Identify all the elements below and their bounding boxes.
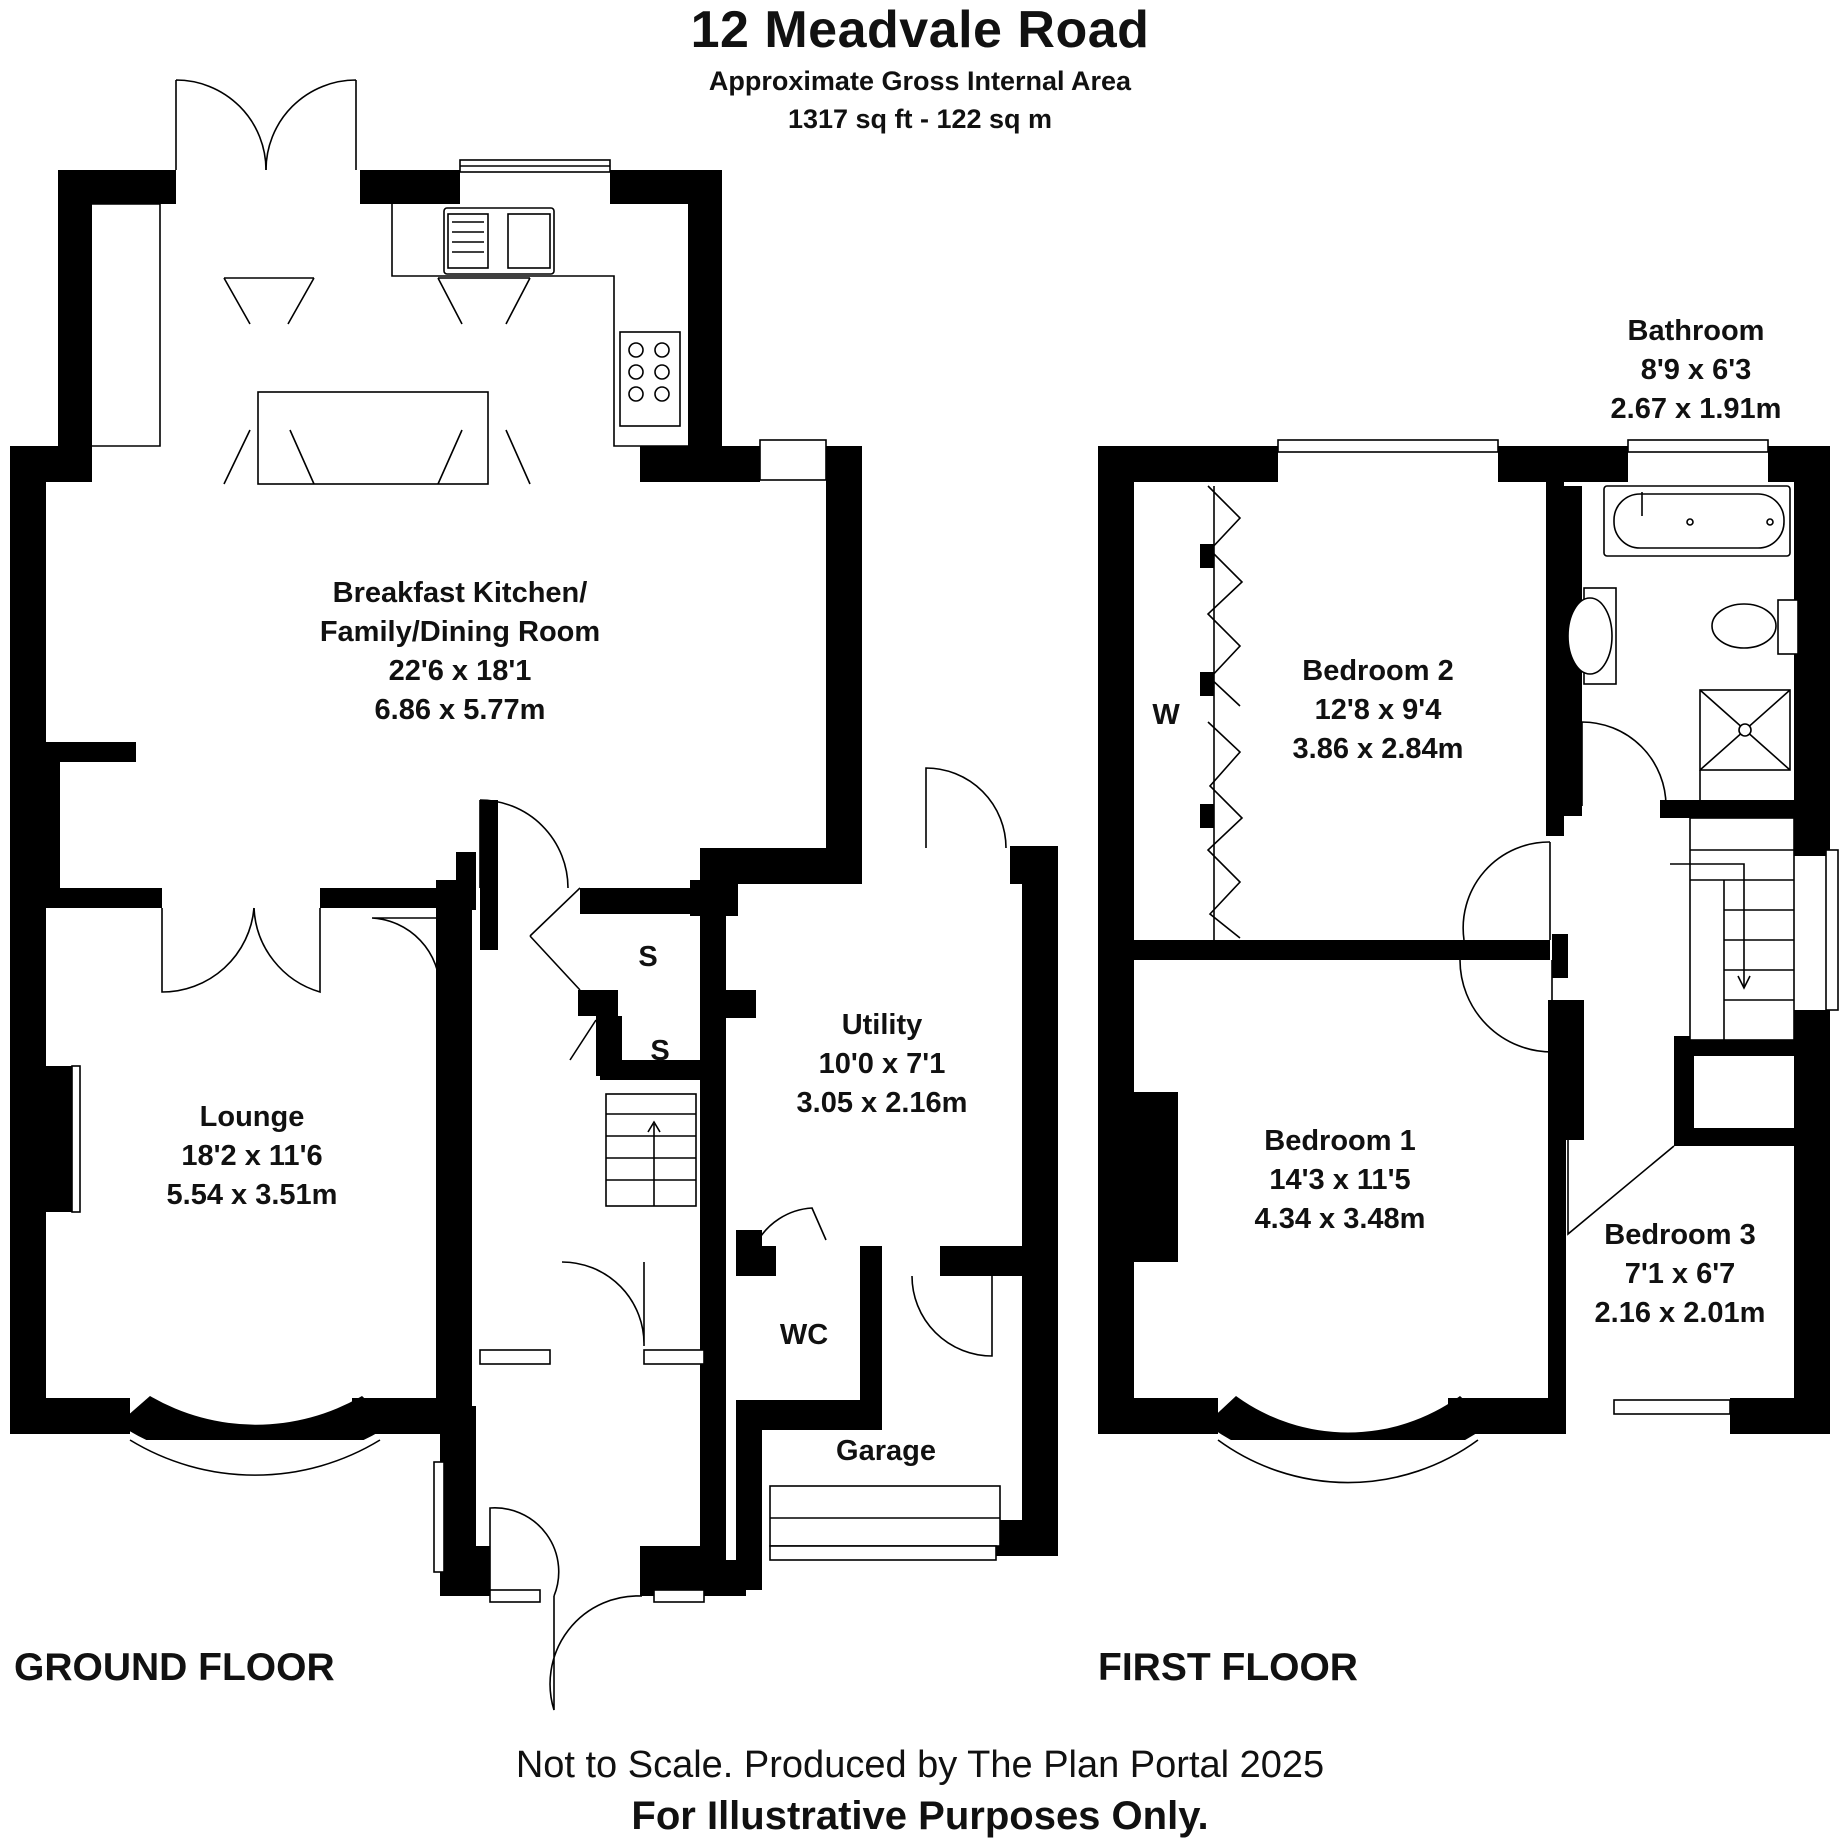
first-floor-label: FIRST FLOOR [1098,1646,1358,1689]
room-label-lounge: Lounge 18'2 x 11'6 5.54 x 3.51m [167,1098,338,1215]
room-label-utility: Utility 10'0 x 7'1 3.05 x 2.16m [797,1006,968,1123]
room-name: Lounge [199,1101,305,1133]
room-dimensions-imperial: 10'0 x 7'1 [818,1048,946,1080]
room-label-store-2: S [650,1032,669,1071]
room-name: Bedroom 3 [1604,1219,1756,1251]
room-name: W [1152,699,1180,731]
first-floor-fittings [1200,439,1839,1484]
room-name: Bedroom 1 [1264,1125,1416,1157]
disclaimer-text: Not to Scale. Produced by The Plan Porta… [515,1744,1325,1786]
room-label-bedroom-1: Bedroom 1 14'3 x 11'5 4.34 x 3.48m [1255,1122,1426,1239]
room-label-kitchen: Breakfast Kitchen/ Family/Dining Room 22… [320,574,600,730]
room-name: Family/Dining Room [319,616,601,648]
illustrative-note: For Illustrative Purposes Only. [631,1794,1209,1838]
room-name: Utility [841,1009,923,1041]
room-label-bedroom-3: Bedroom 3 7'1 x 6'7 2.16 x 2.01m [1595,1216,1766,1333]
room-dimensions-imperial: 18'2 x 11'6 [181,1140,323,1172]
room-name: Breakfast Kitchen/ [332,577,588,609]
room-dimensions-metric: 3.86 x 2.84m [1292,733,1464,765]
room-name: Bedroom 2 [1302,655,1454,687]
room-name: S [638,941,658,973]
room-label-bedroom-2: Bedroom 2 12'8 x 9'4 3.86 x 2.84m [1293,652,1464,769]
room-name: WC [779,1319,829,1351]
room-dimensions-imperial: 14'3 x 11'5 [1269,1164,1411,1196]
room-dimensions-metric: 2.67 x 1.91m [1610,393,1782,425]
room-name: Bathroom [1627,315,1765,347]
room-name: Garage [836,1435,936,1467]
ground-floor-walls [10,170,1058,1596]
room-label-wardrobe: W [1152,696,1179,735]
room-dimensions-metric: 3.05 x 2.16m [796,1087,968,1119]
room-dimensions-metric: 2.16 x 2.01m [1594,1297,1766,1329]
room-dimensions-metric: 6.86 x 5.77m [374,694,546,726]
area-label: Approximate Gross Internal Area [708,66,1132,96]
room-dimensions-imperial: 8'9 x 6'3 [1640,354,1752,386]
room-dimensions-imperial: 7'1 x 6'7 [1624,1258,1736,1290]
ground-floor-fittings [46,79,1007,1711]
room-name: S [650,1035,670,1067]
room-label-wc: WC [780,1316,828,1355]
room-label-store-1: S [638,938,657,977]
ground-floor-label: GROUND FLOOR [14,1646,335,1689]
room-dimensions-metric: 4.34 x 3.48m [1254,1203,1426,1235]
room-label-bathroom: Bathroom 8'9 x 6'3 2.67 x 1.91m [1611,312,1782,429]
property-title: 12 Meadvale Road [690,1,1150,59]
room-label-garage: Garage [836,1432,936,1471]
room-dimensions-metric: 5.54 x 3.51m [166,1179,338,1211]
room-dimensions-imperial: 12'8 x 9'4 [1314,694,1442,726]
room-dimensions-imperial: 22'6 x 18'1 [388,655,532,687]
area-value: 1317 sq ft - 122 sq m [787,104,1053,134]
